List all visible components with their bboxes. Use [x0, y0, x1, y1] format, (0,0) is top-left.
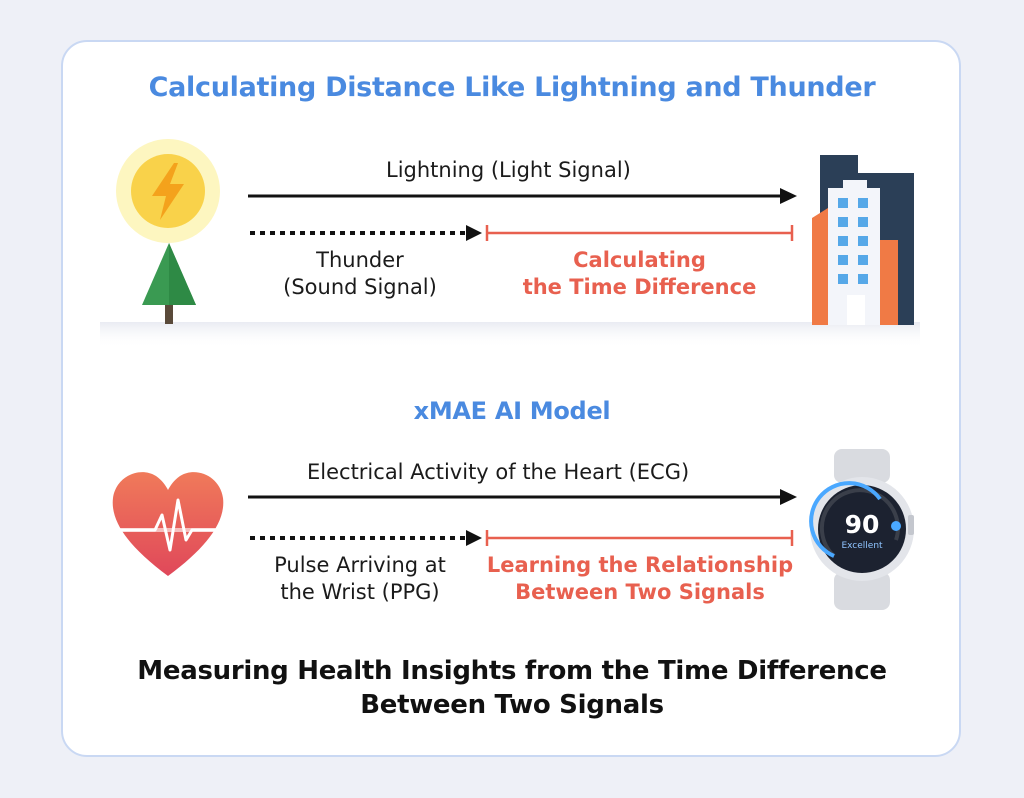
bottom-section-title: xMAE AI Model [413, 397, 611, 425]
tree-icon [142, 243, 196, 324]
relationship-label-line2: Between Two Signals [515, 580, 765, 604]
ppg-signal-arrow [250, 530, 482, 546]
lightning-sun-icon [116, 139, 220, 243]
diagram-card [61, 40, 961, 757]
relationship-label-line1: Learning the Relationship [486, 553, 794, 577]
light-signal-label: Lightning (Light Signal) [386, 158, 631, 182]
building-icon [812, 155, 914, 325]
ppg-signal-label-line1: Pulse Arriving at [274, 553, 446, 577]
heart-pulse-icon [98, 472, 236, 576]
light-signal-arrow [248, 188, 797, 204]
sound-signal-arrow [250, 225, 482, 241]
relationship-interval [485, 530, 794, 546]
time-difference-interval [485, 225, 794, 241]
time-difference-label-line2: the Time Difference [522, 275, 757, 299]
ground-shadow [100, 322, 920, 348]
top-section-title: Calculating Distance Like Lightning and … [148, 72, 876, 103]
ppg-signal-label-line2: the Wrist (PPG) [280, 580, 440, 604]
ecg-signal-arrow [248, 489, 797, 505]
footer-line1: Measuring Health Insights from the Time … [137, 656, 887, 686]
sound-signal-label-line2: (Sound Signal) [283, 275, 437, 299]
watch-status: Excellent [841, 541, 883, 551]
watch-score: 90 [844, 510, 880, 539]
time-difference-label-line1: Calculating [573, 248, 706, 272]
smartwatch-icon [809, 449, 914, 610]
footer-line2: Between Two Signals [360, 690, 664, 720]
ecg-signal-label: Electrical Activity of the Heart (ECG) [307, 460, 690, 484]
sound-signal-label-line1: Thunder [316, 248, 404, 272]
